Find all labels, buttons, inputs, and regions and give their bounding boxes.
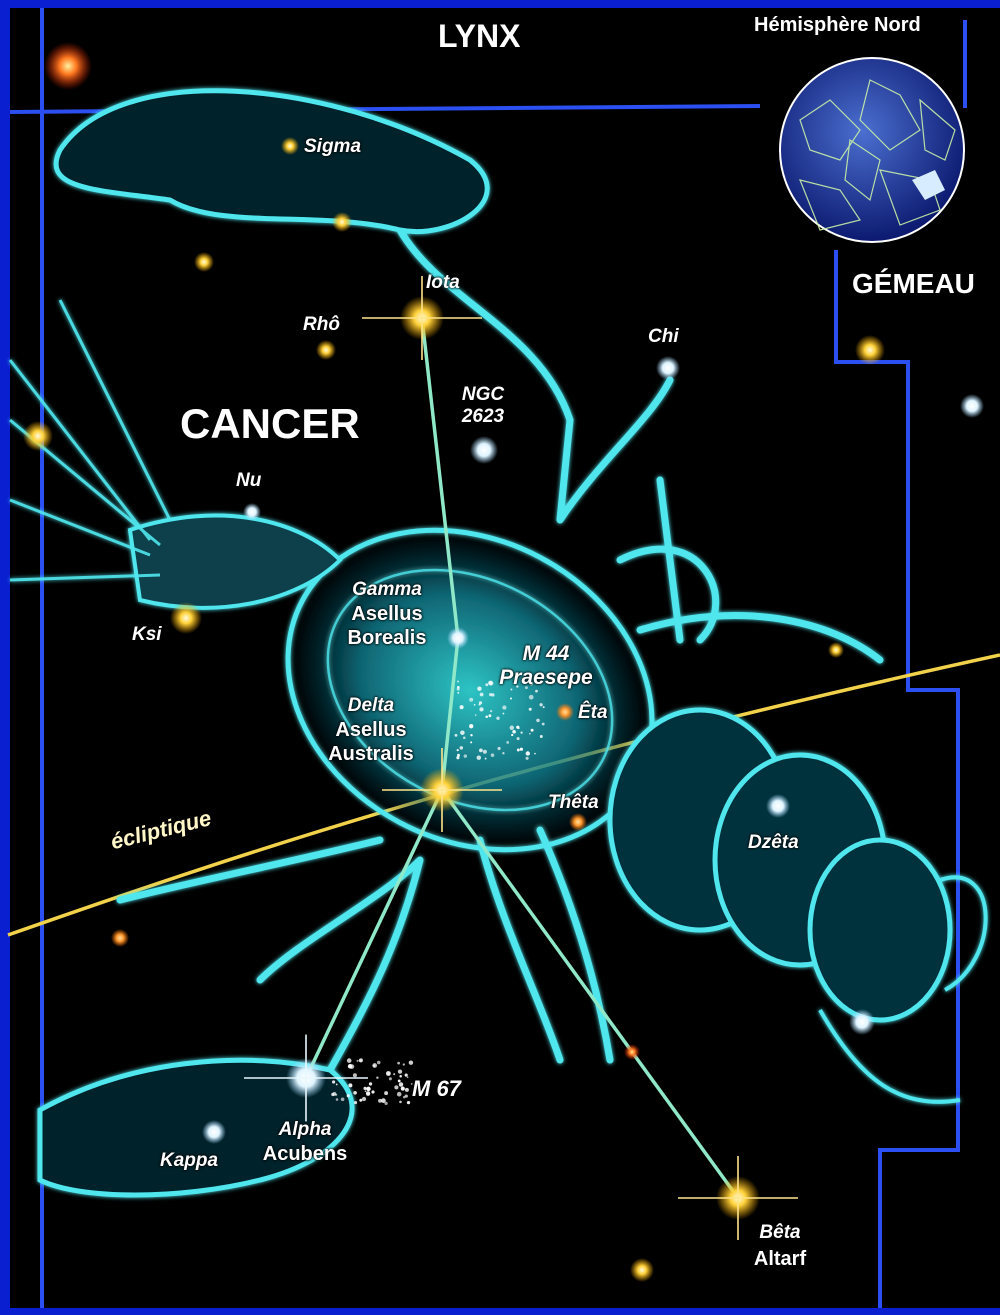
- gemeau-label: GÉMEAU: [852, 268, 975, 300]
- gamma-label: Gamma Asellus Borealis: [332, 578, 442, 650]
- star-label-kappa: Kappa: [160, 1150, 218, 1172]
- star-label-sigma: Sigma: [304, 136, 361, 158]
- star-white-east1: [960, 394, 984, 418]
- m44-line1: M 44: [486, 642, 606, 666]
- star-yellow-3: [23, 421, 53, 451]
- star-yellow-6: [828, 642, 844, 658]
- ngc2623-label: NGC 2623: [448, 384, 518, 428]
- star-chi: [656, 356, 680, 380]
- alpha-name: Acubens: [250, 1142, 360, 1166]
- ngc2623-line2: 2623: [448, 406, 518, 428]
- star-eta: [556, 703, 574, 721]
- star-sigma: [281, 137, 299, 155]
- star-dzeta: [766, 794, 790, 818]
- gamma-bayer: Gamma: [332, 578, 442, 602]
- star-label-ksi: Ksi: [132, 624, 162, 646]
- star-label-chi: Chi: [648, 326, 679, 348]
- star-label-dzeta: Dzêta: [748, 832, 799, 854]
- star-gamma: [447, 627, 469, 649]
- star-yellow-1: [332, 212, 352, 232]
- delta-label: Delta Asellus Australis: [316, 694, 426, 766]
- star-yellow-4: [855, 335, 885, 365]
- star-kappa: [202, 1120, 226, 1144]
- star-rho: [316, 340, 336, 360]
- gamma-name1: Asellus: [332, 602, 442, 626]
- beta-bayer: Bêta: [730, 1220, 830, 1246]
- delta-bayer: Delta: [316, 694, 426, 718]
- star-ksi: [170, 602, 202, 634]
- m44-label: M 44 Praesepe: [486, 642, 606, 690]
- star-theta: [569, 813, 587, 831]
- star-orange-1: [111, 929, 129, 947]
- star-yellow-5: [630, 1258, 654, 1282]
- delta-name1: Asellus: [316, 718, 426, 742]
- lynx-label: LYNX: [438, 18, 520, 55]
- hemisphere-title: Hémisphère Nord: [754, 14, 921, 37]
- beta-label: Bêta Altarf: [730, 1220, 830, 1272]
- star-label-iota: Iota: [426, 272, 460, 294]
- ngc2623-line1: NGC: [448, 384, 518, 406]
- alpha-bayer: Alpha: [250, 1118, 360, 1142]
- star-label-rho: Rhô: [303, 314, 340, 336]
- gamma-name2: Borealis: [332, 626, 442, 650]
- star-red-top: [44, 42, 92, 90]
- star-nu: [243, 503, 261, 521]
- delta-name2: Australis: [316, 742, 426, 766]
- alpha-label: Alpha Acubens: [250, 1118, 360, 1166]
- star-white-east2: [849, 1009, 875, 1035]
- m44-line2: Praesepe: [486, 666, 606, 690]
- star-red-2: [624, 1044, 640, 1060]
- m67-label: M 67: [412, 1076, 461, 1102]
- constellation-title: CANCER: [180, 400, 360, 448]
- ngc2623-glow: [470, 436, 498, 464]
- star-label-theta: Thêta: [548, 792, 599, 814]
- beta-name: Altarf: [730, 1246, 830, 1272]
- star-label-nu: Nu: [236, 470, 261, 492]
- hemisphere-inset: [780, 58, 964, 242]
- star-label-eta: Êta: [578, 702, 608, 724]
- star-yellow-2: [194, 252, 214, 272]
